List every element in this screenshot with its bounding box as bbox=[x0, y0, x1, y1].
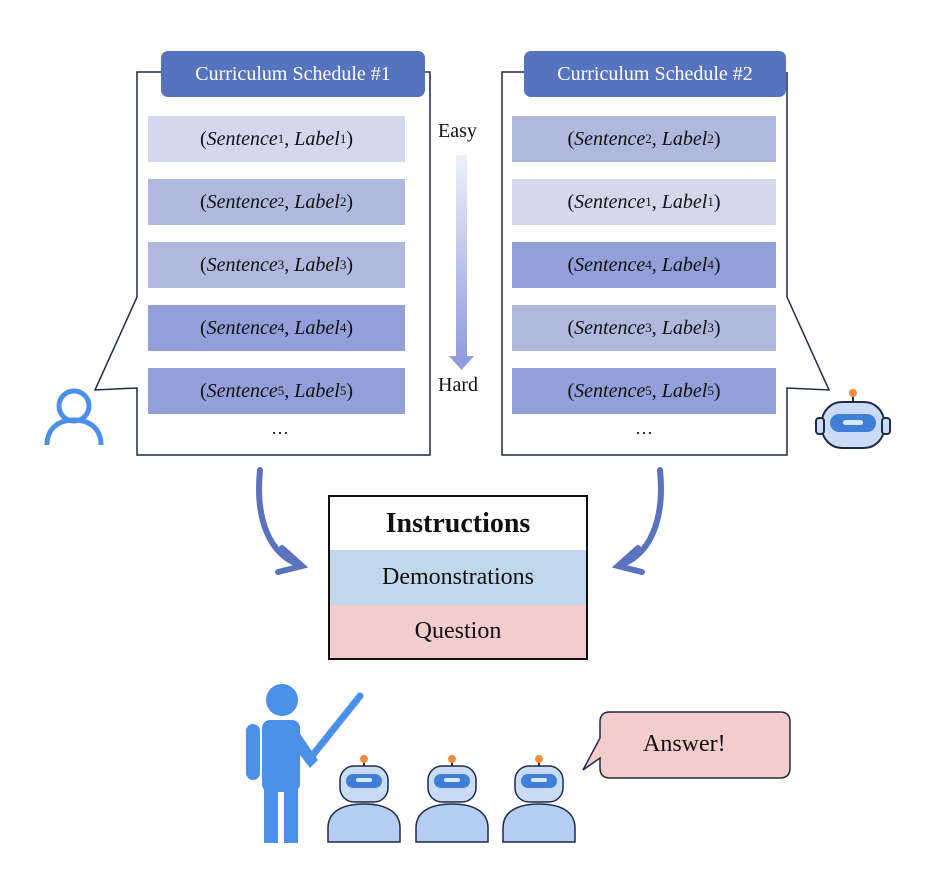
answer-bubble bbox=[582, 711, 791, 779]
schedule1-ellipsis: … bbox=[271, 418, 289, 438]
label-text: Label bbox=[661, 253, 708, 276]
person-outline-icon bbox=[44, 388, 104, 446]
label-index: 5 bbox=[707, 383, 714, 398]
easy-label: Easy bbox=[438, 120, 477, 142]
label-text: Label bbox=[294, 379, 340, 402]
label-index: 4 bbox=[707, 257, 714, 272]
sentence-text: Sentence bbox=[206, 253, 278, 276]
schedule2-title: Curriculum Schedule #2 bbox=[524, 51, 786, 97]
robot-student-icon bbox=[502, 755, 576, 843]
sentence-text: Sentence bbox=[206, 127, 278, 150]
sentence-text: Sentence bbox=[206, 190, 278, 213]
robot-head-icon bbox=[815, 389, 891, 449]
sentence-index: 4 bbox=[645, 257, 652, 272]
label-text: Label bbox=[661, 379, 708, 402]
sentence-index: 3 bbox=[277, 257, 285, 272]
robot-student-icon bbox=[327, 755, 401, 843]
hard-label: Hard bbox=[438, 374, 478, 396]
label-index: 5 bbox=[339, 383, 347, 398]
sentence-index: 3 bbox=[645, 320, 652, 335]
demonstrations-box: Demonstrations bbox=[328, 550, 588, 606]
label-text: Label bbox=[661, 316, 708, 339]
sentence-index: 1 bbox=[645, 194, 652, 209]
label-index: 3 bbox=[339, 257, 347, 272]
sentence-text: Sentence bbox=[574, 253, 646, 276]
instructions-box: Instructions bbox=[328, 495, 588, 551]
sentence-index: 5 bbox=[645, 383, 652, 398]
left-curved-arrow bbox=[256, 467, 309, 575]
label-text: Label bbox=[661, 190, 708, 213]
label-text: Label bbox=[294, 316, 340, 339]
instructions-label: Instructions bbox=[385, 507, 531, 539]
sentence-text: Sentence bbox=[574, 127, 646, 150]
demonstrations-label: Demonstrations bbox=[382, 564, 534, 590]
sentence-text: Sentence bbox=[574, 379, 646, 402]
sentence-text: Sentence bbox=[574, 316, 646, 339]
schedule1-title: Curriculum Schedule #1 bbox=[161, 51, 425, 97]
label-text: Label bbox=[294, 127, 340, 150]
sentence-index: 2 bbox=[645, 131, 652, 146]
label-text: Label bbox=[294, 253, 340, 276]
teacher-pointing-icon bbox=[246, 684, 364, 843]
sentence-index: 2 bbox=[277, 194, 285, 209]
robot-student-icon bbox=[415, 755, 489, 843]
label-index: 1 bbox=[707, 194, 714, 209]
sentence-index: 1 bbox=[277, 131, 285, 146]
answer-text: Answer! bbox=[643, 731, 726, 757]
difficulty-arrow bbox=[449, 155, 474, 370]
label-index: 3 bbox=[707, 320, 714, 335]
sentence-text: Sentence bbox=[206, 316, 278, 339]
sentence-index: 5 bbox=[277, 383, 285, 398]
label-text: Label bbox=[294, 190, 340, 213]
label-index: 4 bbox=[339, 320, 347, 335]
label-text: Label bbox=[661, 127, 708, 150]
question-box: Question bbox=[328, 605, 588, 660]
sentence-text: Sentence bbox=[206, 379, 278, 402]
label-index: 2 bbox=[339, 194, 347, 209]
label-index: 2 bbox=[707, 131, 714, 146]
sentence-text: Sentence bbox=[574, 190, 646, 213]
sentence-index: 4 bbox=[277, 320, 285, 335]
right-curved-arrow bbox=[611, 467, 664, 575]
schedule2-ellipsis: … bbox=[635, 418, 653, 438]
label-index: 1 bbox=[339, 131, 347, 146]
question-label: Question bbox=[414, 618, 502, 644]
